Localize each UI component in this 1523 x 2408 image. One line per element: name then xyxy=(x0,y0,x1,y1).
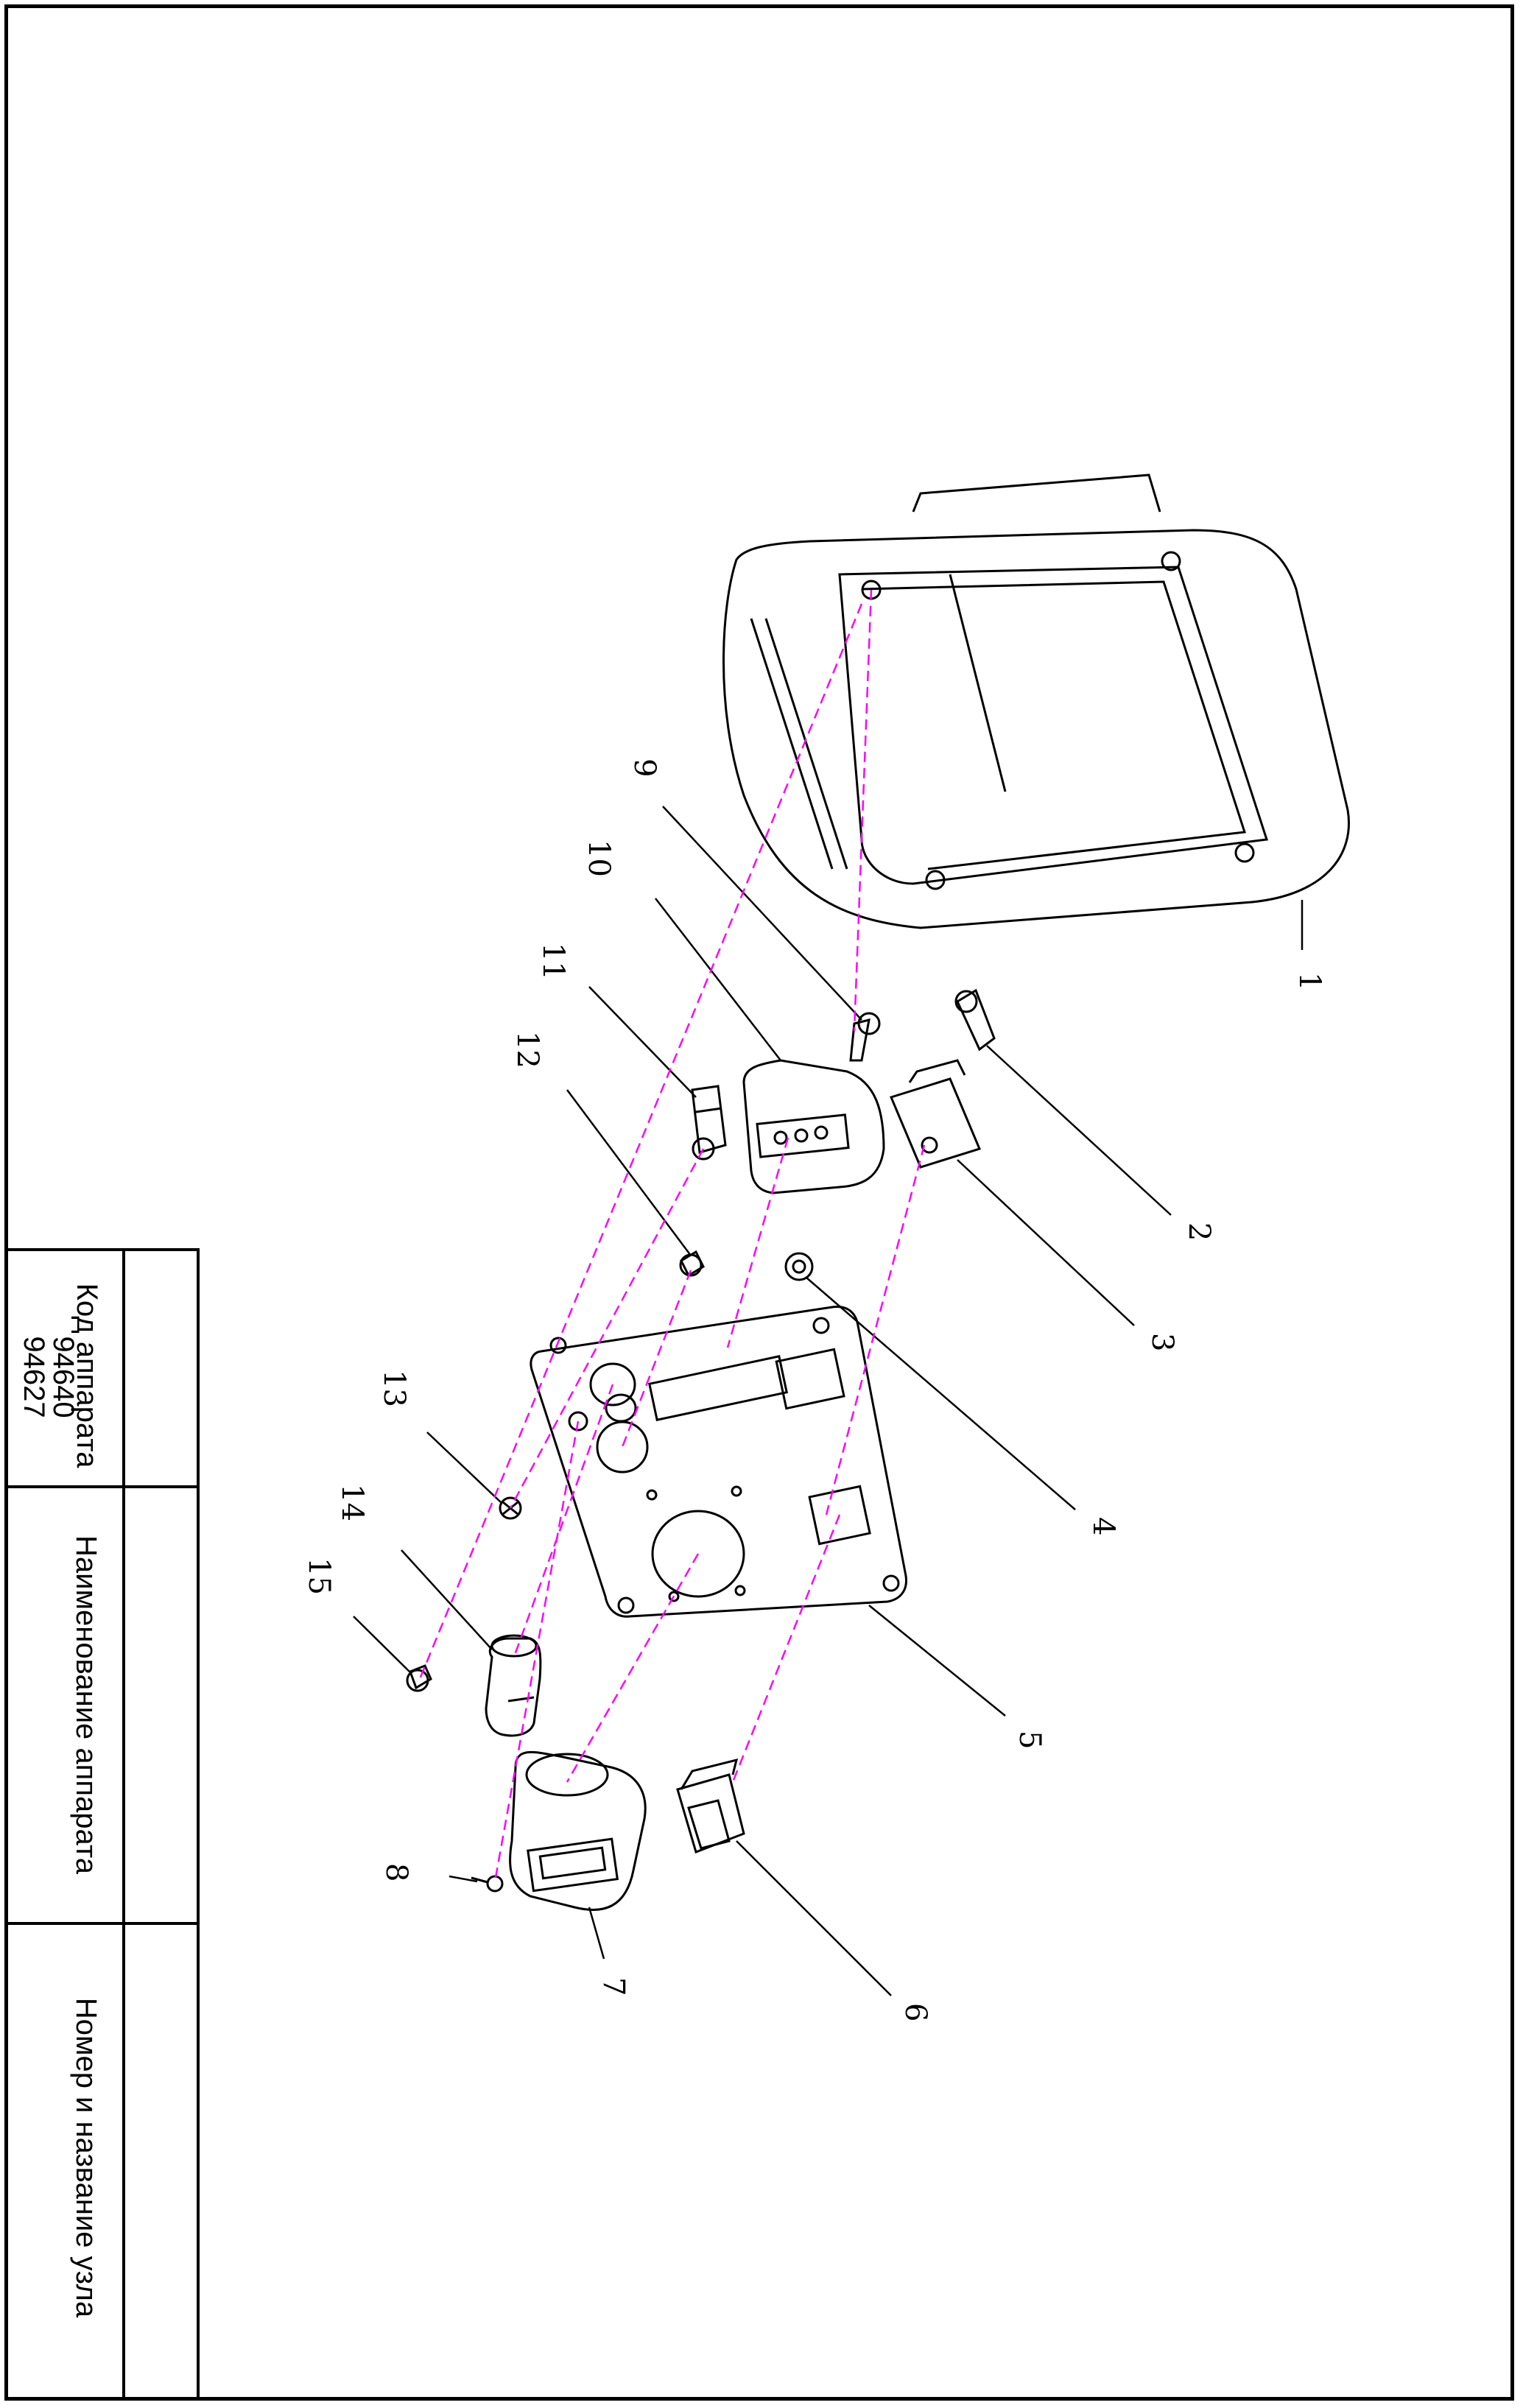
part-bolt-9 xyxy=(849,1012,881,1062)
part-housing-cover xyxy=(722,473,1350,929)
leader-lines xyxy=(353,806,1304,1996)
code-value-2: 94627 xyxy=(18,1336,50,1418)
callout-labels: 1 2 3 4 5 6 7 8 9 10 11 12 13 14 15 xyxy=(302,758,1326,2021)
part-dc-socket-14 xyxy=(485,1634,542,1737)
callout-15: 15 xyxy=(302,1557,336,1595)
callout-9: 9 xyxy=(627,758,661,777)
header-name: Наименование аппарата xyxy=(70,1535,103,1874)
part-nut-4 xyxy=(784,1252,814,1281)
part-ac-socket-7 xyxy=(509,1750,647,1911)
part-front-panel-5 xyxy=(530,1305,907,1618)
callout-8: 8 xyxy=(379,1863,413,1881)
callout-13: 13 xyxy=(377,1370,411,1407)
callout-6: 6 xyxy=(898,2003,932,2021)
assembly-dashed-lines xyxy=(418,589,926,1882)
callout-14: 14 xyxy=(335,1484,369,1521)
callout-5: 5 xyxy=(1013,1731,1047,1749)
part-rocker-switch-6 xyxy=(676,1758,745,1853)
drawing-frame xyxy=(4,4,1514,2401)
callout-3: 3 xyxy=(1145,1333,1179,1351)
callout-12: 12 xyxy=(510,1031,544,1069)
code-value-1: 94640 xyxy=(47,1336,80,1418)
callout-10: 10 xyxy=(582,839,616,877)
part-block-3 xyxy=(889,1059,982,1169)
part-screw-2 xyxy=(954,988,996,1052)
callout-4: 4 xyxy=(1086,1517,1120,1535)
part-screw-15 xyxy=(406,1664,432,1692)
callout-7: 7 xyxy=(597,1977,630,1996)
title-block-table: Код аппарата Наименование аппарата Номер… xyxy=(4,1248,200,2401)
callout-2: 2 xyxy=(1182,1222,1216,1241)
part-outlet-block-10 xyxy=(742,1059,885,1194)
callout-1: 1 xyxy=(1292,972,1326,990)
header-node: Номер и название узла xyxy=(70,1997,103,2318)
part-indicator-12 xyxy=(679,1250,705,1278)
part-screw-8 xyxy=(471,1875,504,1893)
callout-11: 11 xyxy=(536,943,570,980)
part-fuse-holder-11 xyxy=(691,1085,727,1161)
code-values: 94640 94627 xyxy=(12,1303,85,1451)
